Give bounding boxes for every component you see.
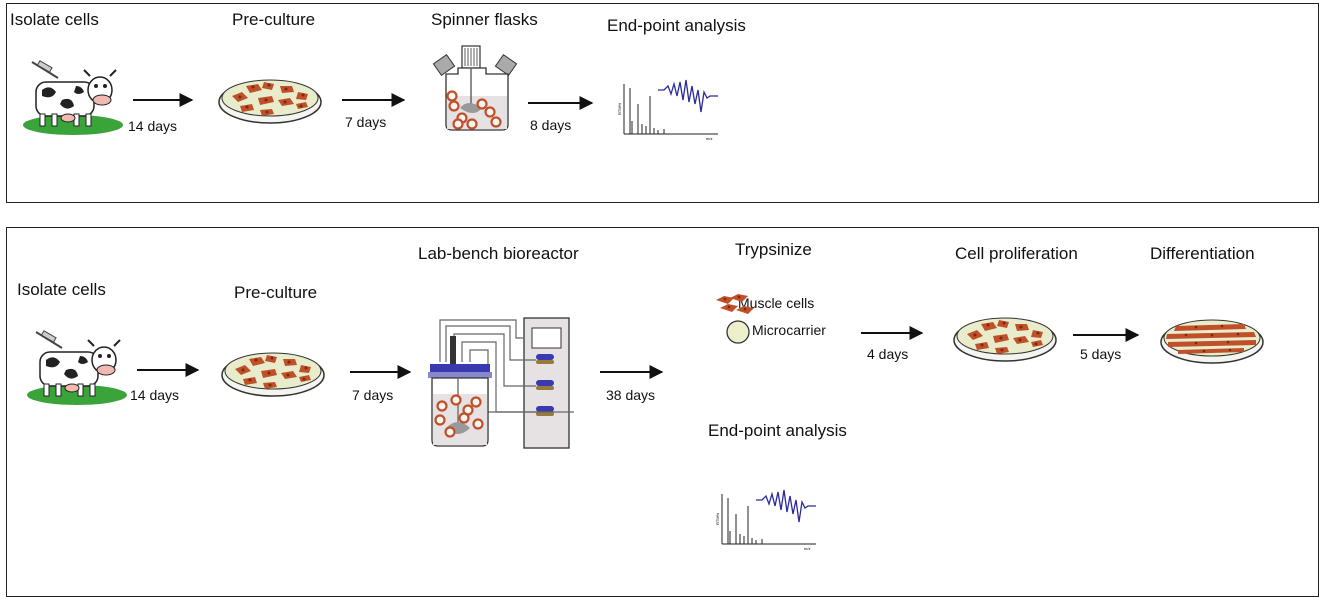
bottom-days-4: 4 days bbox=[867, 346, 909, 362]
bottom-petri-dish-icon bbox=[221, 352, 325, 397]
top-days-1: 14 days bbox=[128, 118, 178, 134]
differentiation-dish-icon bbox=[1160, 319, 1264, 364]
microcarrier-icon bbox=[726, 320, 750, 344]
bottom-spectrum-icon bbox=[714, 489, 817, 552]
bottom-days-2: 7 days bbox=[352, 387, 394, 403]
legend-muscle-cells: Muscle cells bbox=[738, 295, 815, 311]
bottom-days-5: 5 days bbox=[1080, 346, 1122, 362]
muscle-cells-icon bbox=[716, 294, 754, 314]
top-days-2: 7 days bbox=[345, 114, 387, 130]
bioreactor-icon bbox=[428, 317, 574, 449]
bottom-label-differentiation: Differentiation bbox=[1150, 244, 1255, 263]
bottom-label-lab-bench-bioreactor: Lab-bench bioreactor bbox=[418, 244, 579, 263]
top-petri-dish-icon bbox=[218, 79, 322, 124]
top-cow-icon bbox=[22, 59, 124, 137]
bottom-cow-icon bbox=[26, 329, 128, 406]
bottom-label-trypsinize: Trypsinize bbox=[735, 240, 812, 259]
top-workflow-panel bbox=[6, 3, 1319, 203]
top-label-pre-culture: Pre-culture bbox=[232, 10, 316, 29]
bottom-workflow-panel bbox=[6, 227, 1319, 597]
bottom-label-cell-proliferation: Cell proliferation bbox=[955, 244, 1078, 263]
bottom-label-pre-culture: Pre-culture bbox=[234, 283, 318, 302]
top-label-end-point-analysis: End-point analysis bbox=[607, 16, 746, 35]
top-label-spinner-flasks: Spinner flasks bbox=[431, 10, 538, 29]
bottom-days-1: 14 days bbox=[130, 387, 180, 403]
bottom-label-end-point-analysis: End-point analysis bbox=[708, 421, 847, 440]
bottom-label-isolate-cells: Isolate cells bbox=[17, 280, 106, 299]
top-label-isolate-cells: Isolate cells bbox=[10, 10, 99, 29]
top-days-3: 8 days bbox=[530, 117, 572, 133]
bottom-days-3: 38 days bbox=[606, 387, 656, 403]
legend-microcarrier: Microcarrier bbox=[752, 322, 826, 338]
top-spectrum-icon bbox=[616, 79, 719, 142]
proliferation-dish-icon bbox=[953, 317, 1057, 362]
spinner-flask-icon bbox=[432, 45, 518, 131]
